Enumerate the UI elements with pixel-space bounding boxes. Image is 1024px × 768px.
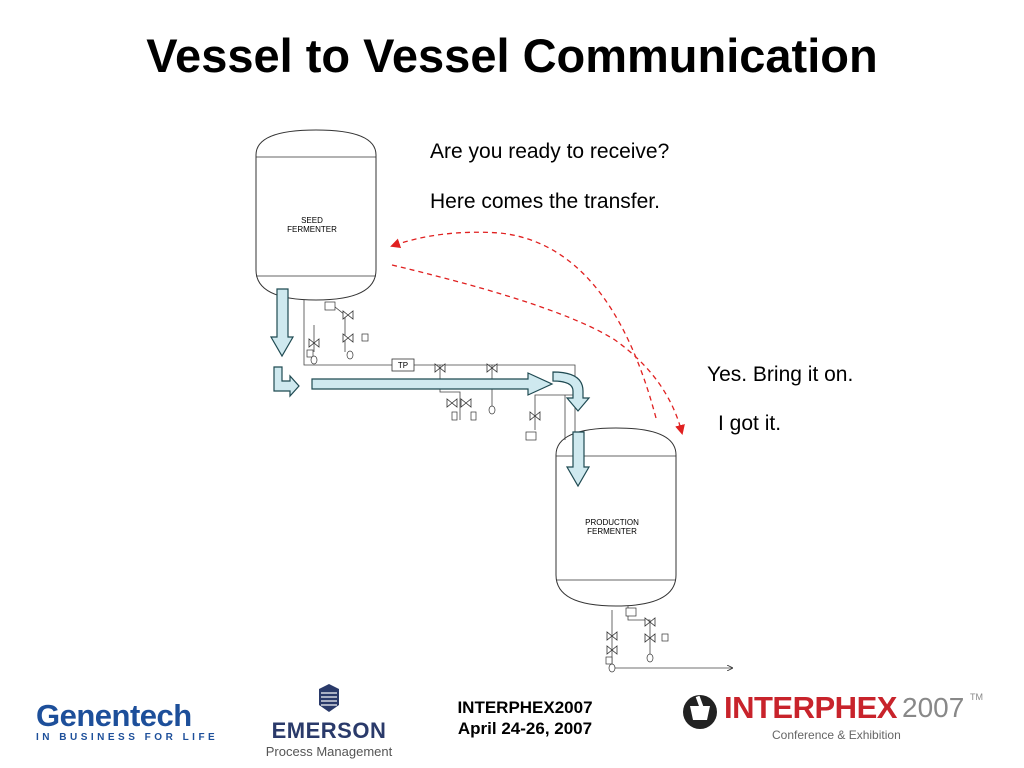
emerson-name: EMERSON (271, 718, 387, 743)
transfer-arrows (269, 288, 591, 488)
interphex-logo: INTERPHEX 2007 TM Conference & Exhibitio… (680, 690, 990, 746)
dashed-arrow-transfer (390, 231, 657, 419)
seed-down-arrow (269, 288, 295, 358)
event-dates: April 24-26, 2007 (457, 719, 593, 738)
emerson-logo: EMERSON Process Management (264, 683, 394, 759)
message-transfer: Here comes the transfer. (430, 190, 660, 213)
tp-box (391, 358, 415, 372)
production-label-line2: FERMENTER (587, 527, 637, 536)
turn-arrow-left (273, 366, 300, 398)
message-ready: Are you ready to receive? (430, 140, 670, 163)
dashed-arrow-ready (391, 264, 685, 435)
mortar-pestle-icon (683, 695, 717, 729)
genentech-tagline: IN BUSINESS FOR LIFE (36, 732, 219, 743)
instrument-boxes (306, 301, 669, 673)
transfer-line-arrow (311, 372, 554, 396)
event-name: INTERPHEX2007 (457, 698, 593, 717)
production-down-arrow (565, 431, 591, 488)
turn-arrow-right (552, 371, 591, 412)
interphex-name: INTERPHEX (724, 690, 897, 725)
emerson-mark-icon (319, 684, 339, 712)
slide-title: Vessel to Vessel Communication (146, 29, 878, 82)
tp-label: TP (398, 361, 408, 370)
event-info: INTERPHEX2007 April 24-26, 2007 (430, 697, 620, 739)
message-bring: Yes. Bring it on. (707, 363, 854, 386)
emerson-subtitle: Process Management (265, 744, 393, 759)
interphex-subtitle: Conference & Exhibition (772, 728, 901, 742)
valves (308, 310, 656, 655)
interphex-trademark: TM (970, 692, 983, 702)
message-got: I got it. (718, 412, 782, 435)
seed-fermenter-vessel (255, 129, 377, 301)
production-label-line1: PRODUCTION (585, 518, 639, 527)
genentech-name: Genentech (36, 698, 192, 733)
seed-label-line1: SEED (301, 216, 323, 225)
interphex-year: 2007 (902, 692, 965, 723)
seed-label-line2: FERMENTER (287, 225, 337, 234)
genentech-logo: Genentech IN BUSINESS FOR LIFE (36, 698, 218, 743)
